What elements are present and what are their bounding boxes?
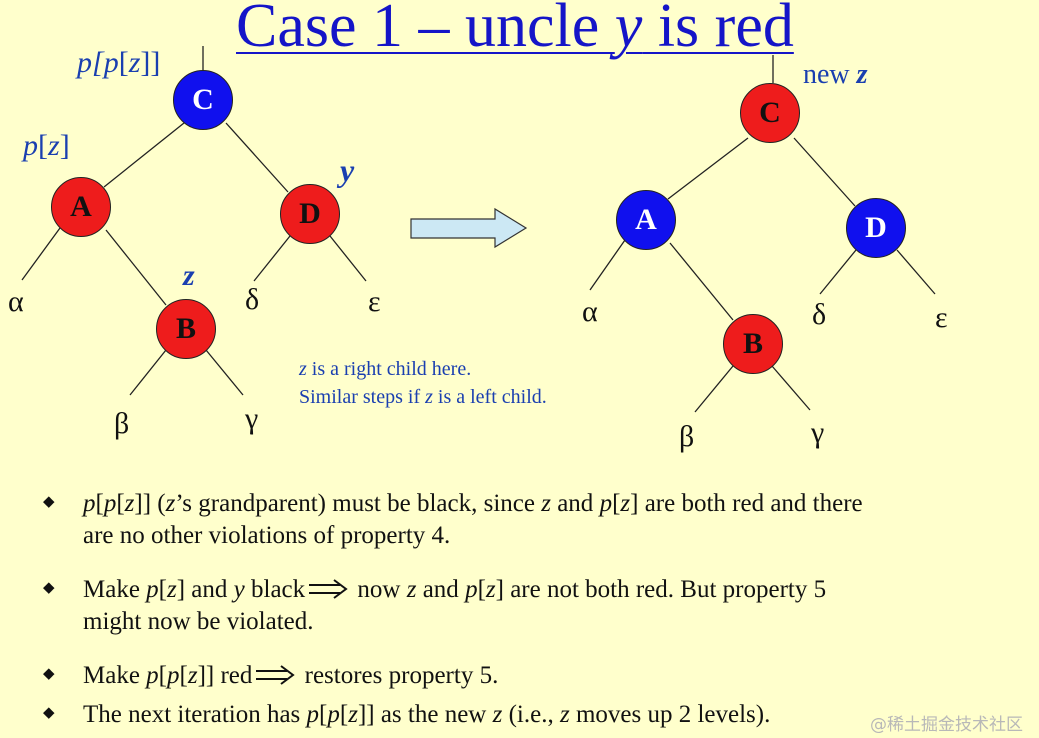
leaf-alpha-before: α [8,285,24,318]
edge-d-epsilon [329,235,367,282]
edge2-c-d [793,137,856,207]
node-b-after: B [723,314,783,374]
node-d-before: D [280,184,340,244]
diamond-bullet-icon: ◆ [43,494,55,510]
leaf-delta-after: δ [812,298,827,331]
edge-b-beta [129,349,167,396]
leaf-delta-before: δ [245,283,260,316]
diamond-bullet-icon: ◆ [43,580,55,596]
edge-a-alpha [21,227,61,281]
edge-a-b [105,229,167,306]
edge-c-d [225,122,289,193]
edge2-b-gamma [771,365,811,411]
watermark: @稀土掘金技术社区 [870,715,1023,735]
node-d-after: D [846,198,906,258]
label-pz: p[z] [23,129,70,162]
bullet-4-text: The next iteration has p[p[z]] as the ne… [83,701,771,728]
bullet-1-text: p[p[z]] (z’s grandparent) must be black,… [83,490,863,549]
bullet-3-text: Make p[p[z]] red restores property 5. [83,662,499,689]
edge2-a-b [669,242,734,321]
implies-arrow-icon [309,579,348,599]
transform-arrow [410,207,528,249]
case-note: z is a right child here. Similar steps i… [299,355,547,411]
diamond-bullet-icon: ◆ [43,666,55,682]
edge2-d-epsilon [896,249,936,295]
label-y: y [340,152,355,188]
leaf-epsilon-after: ε [935,301,948,334]
edge2-a-alpha [589,239,626,291]
leaf-beta-before: β [114,407,130,440]
edge2-b-beta [694,365,734,413]
note-line-2: Similar steps if z is a left child. [299,386,547,408]
edge-d-delta [253,235,291,282]
leaf-beta-after: β [679,420,695,453]
edge2-c-a [667,137,749,200]
edge2-d-delta [819,249,857,295]
node-a-before: A [51,177,111,237]
bullet-2-text: Make p[z] and y black now z and p[z] are… [83,576,827,635]
note-line-1: z is a right child here. [299,358,472,380]
node-c-before: C [173,70,233,130]
leaf-epsilon-before: ε [368,285,381,318]
leaf-alpha-after: α [582,295,598,328]
node-c-after: C [740,83,800,143]
edge-b-gamma [205,349,244,396]
label-new-z: new z [803,59,868,90]
node-a-after: A [616,190,676,250]
label-z: z [183,259,195,292]
implies-arrow-icon [256,665,296,685]
leaf-gamma-after: γ [811,416,825,449]
label-ppz: p[p[z]] [77,46,161,79]
node-b-before: B [156,299,216,359]
leaf-gamma-before: γ [245,402,259,435]
slide-title: Case 1 – uncle y is red [236,0,794,60]
diamond-bullet-icon: ◆ [43,705,55,721]
edge-c-a [103,122,185,188]
